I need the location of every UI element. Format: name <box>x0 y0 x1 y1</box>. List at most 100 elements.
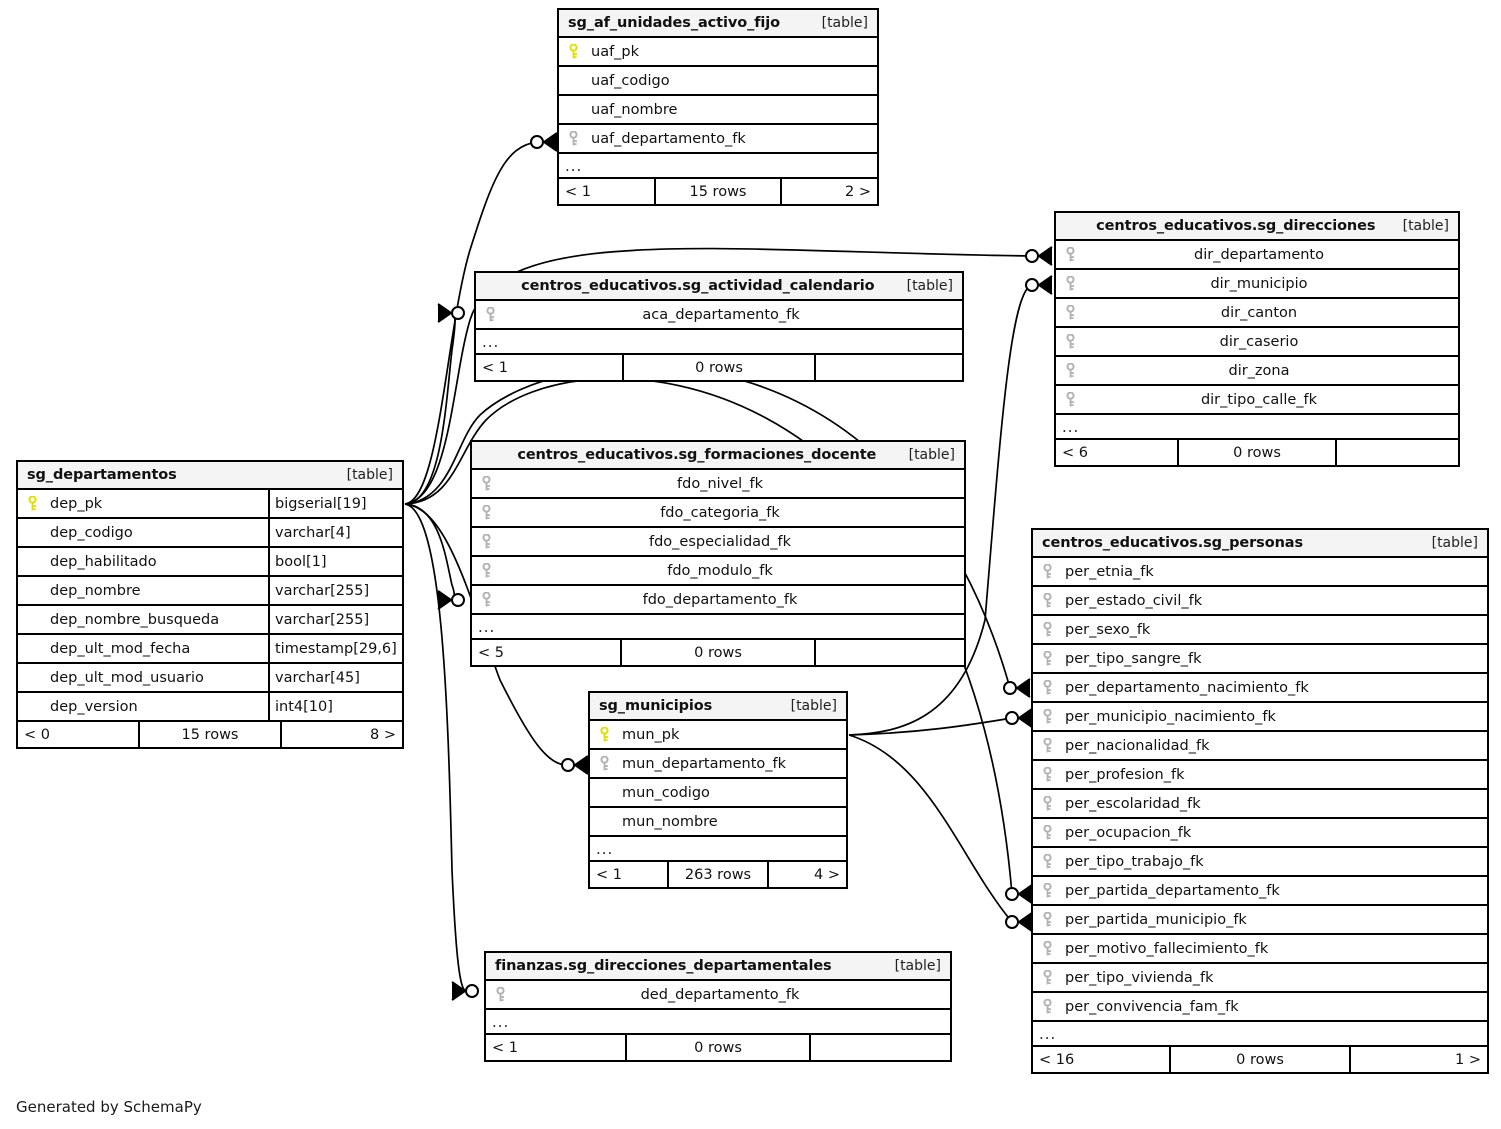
table-column-row[interactable]: per_convivencia_fam_fk <box>1033 993 1487 1022</box>
row-count: 0 rows <box>1176 440 1338 465</box>
table-column-row[interactable]: aca_departamento_fk <box>476 301 962 330</box>
outgoing-relationship-count: 8 > <box>370 726 396 743</box>
table-centros_educativos.sg_direcciones[interactable]: centros_educativos.sg_direcciones[table]… <box>1054 211 1460 467</box>
column-name: dir_tipo_calle_fk <box>1200 391 1318 408</box>
table-column-row[interactable]: mun_codigo <box>590 779 846 808</box>
table-column-row[interactable]: per_nacionalidad_fk <box>1033 732 1487 761</box>
column-name: mun_nombre <box>622 813 718 830</box>
column-name: aca_departamento_fk <box>642 306 800 323</box>
column-name: dir_zona <box>1228 362 1290 379</box>
more-columns-ellipsis: ... <box>486 1010 950 1035</box>
table-column-row[interactable]: fdo_categoria_fk <box>472 499 964 528</box>
table-column-row[interactable]: per_escolaridad_fk <box>1033 790 1487 819</box>
table-column-row[interactable]: mun_departamento_fk <box>590 750 846 779</box>
table-column-row[interactable]: per_estado_civil_fk <box>1033 587 1487 616</box>
table-column-row[interactable]: per_partida_municipio_fk <box>1033 906 1487 935</box>
table-column-row[interactable]: per_partida_departamento_fk <box>1033 877 1487 906</box>
foreign-key-icon <box>1033 737 1061 754</box>
table-column-row[interactable]: per_tipo_trabajo_fk <box>1033 848 1487 877</box>
row-count: 0 rows <box>619 640 817 665</box>
table-centros_educativos.sg_formaciones_docente[interactable]: centros_educativos.sg_formaciones_docent… <box>470 440 966 667</box>
foreign-key-icon <box>1033 998 1061 1015</box>
column-name: dep_version <box>50 698 138 715</box>
table-column-row[interactable]: uaf_departamento_fk <box>559 125 877 154</box>
table-column-row[interactable]: mun_nombre <box>590 808 846 837</box>
table-column-row[interactable]: uaf_nombre <box>559 96 877 125</box>
row-count: 0 rows <box>1169 1047 1351 1072</box>
row-count: 263 rows <box>666 862 770 887</box>
foreign-key-icon <box>1056 333 1084 350</box>
table-column-row[interactable]: per_etnia_fk <box>1033 558 1487 587</box>
column-name: dep_ult_mod_usuario <box>50 669 204 686</box>
table-column-row[interactable]: ded_departamento_fk <box>486 981 950 1010</box>
table-finanzas.sg_direcciones_departamentales[interactable]: finanzas.sg_direcciones_departamentales[… <box>484 951 952 1062</box>
table-column-row[interactable]: fdo_departamento_fk <box>472 586 964 615</box>
table-title: centros_educativos.sg_direcciones <box>1096 217 1376 234</box>
foreign-key-icon <box>1033 911 1061 928</box>
table-type-tag: [table] <box>346 466 393 483</box>
column-name: per_convivencia_fam_fk <box>1065 998 1239 1015</box>
incoming-relationship-count: < 1 <box>482 359 508 376</box>
incoming-relationship-count: < 16 <box>1039 1051 1075 1068</box>
foreign-key-icon <box>1033 679 1061 696</box>
table-column-row[interactable]: dir_zona <box>1056 357 1458 386</box>
table-title: sg_departamentos <box>27 466 177 483</box>
table-column-row[interactable]: fdo_modulo_fk <box>472 557 964 586</box>
column-datatype: varchar[4] <box>268 519 402 546</box>
table-column-row[interactable]: uaf_pk <box>559 38 877 67</box>
column-name: per_estado_civil_fk <box>1065 592 1203 609</box>
foreign-key-icon <box>486 986 514 1003</box>
table-title: finanzas.sg_direcciones_departamentales <box>495 957 832 974</box>
column-name: per_motivo_fallecimiento_fk <box>1065 940 1269 957</box>
table-header: centros_educativos.sg_personas[table] <box>1033 530 1487 558</box>
table-column-row[interactable]: fdo_nivel_fk <box>472 470 964 499</box>
table-column-row[interactable]: per_tipo_sangre_fk <box>1033 645 1487 674</box>
table-header: sg_municipios[table] <box>590 693 846 721</box>
table-column-row[interactable]: dir_canton <box>1056 299 1458 328</box>
table-centros_educativos.sg_personas[interactable]: centros_educativos.sg_personas[table]per… <box>1031 528 1489 1074</box>
table-column-row[interactable]: per_profesion_fk <box>1033 761 1487 790</box>
table-column-row[interactable]: per_ocupacion_fk <box>1033 819 1487 848</box>
foreign-key-icon <box>472 504 500 521</box>
table-column-row[interactable]: dir_tipo_calle_fk <box>1056 386 1458 415</box>
table-column-row[interactable]: dep_version int4[10] <box>18 693 402 722</box>
table-column-row[interactable]: dir_municipio <box>1056 270 1458 299</box>
column-name: uaf_nombre <box>591 101 678 118</box>
table-header: sg_departamentos [table] <box>18 462 402 490</box>
column-name: fdo_especialidad_fk <box>648 533 792 550</box>
table-column-row[interactable]: mun_pk <box>590 721 846 750</box>
foreign-key-icon <box>472 562 500 579</box>
table-column-row[interactable]: per_municipio_nacimiento_fk <box>1033 703 1487 732</box>
table-column-row[interactable]: uaf_codigo <box>559 67 877 96</box>
column-name: fdo_categoria_fk <box>660 504 780 521</box>
table-header: sg_af_unidades_activo_fijo[table] <box>559 10 877 38</box>
column-name: per_nacionalidad_fk <box>1065 737 1210 754</box>
table-column-row[interactable]: fdo_especialidad_fk <box>472 528 964 557</box>
column-name: dep_habilitado <box>50 553 157 570</box>
foreign-key-icon <box>1033 563 1061 580</box>
more-columns-ellipsis: ... <box>1033 1022 1487 1047</box>
column-datatype: int4[10] <box>268 693 402 720</box>
table-column-row[interactable]: per_departamento_nacimiento_fk <box>1033 674 1487 703</box>
table-column-row[interactable]: per_tipo_vivienda_fk <box>1033 964 1487 993</box>
row-count: 0 rows <box>625 1035 811 1060</box>
table-centros_educativos.sg_actividad_calendario[interactable]: centros_educativos.sg_actividad_calendar… <box>474 271 964 382</box>
table-column-row[interactable]: per_sexo_fk <box>1033 616 1487 645</box>
table-column-row[interactable]: dir_caserio <box>1056 328 1458 357</box>
table-column-row[interactable]: dir_departamento <box>1056 241 1458 270</box>
table-column-row[interactable]: per_motivo_fallecimiento_fk <box>1033 935 1487 964</box>
